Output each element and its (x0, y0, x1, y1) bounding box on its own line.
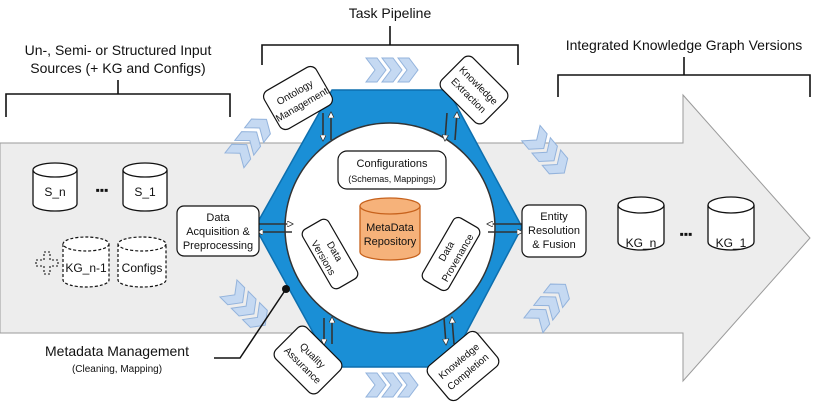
source-s-n-cylinder: S_n (32, 162, 78, 212)
kg-n-cylinder: KG_n (617, 196, 665, 251)
input-heading-line1: Un-, Semi- or Structured Input (25, 42, 212, 58)
callout-title: Metadata Management (45, 343, 189, 359)
resolution-label-line1: Entity (540, 211, 568, 223)
configurations-label-line2: (Schemas, Mappings) (348, 174, 436, 184)
output-heading: Integrated Knowledge Graph Versions (566, 37, 803, 53)
task-knowledge-completion: Knowledge Completion (426, 330, 500, 402)
kg-previous-label: KG_n-1 (65, 261, 107, 275)
kg-1-label: KG_1 (716, 236, 747, 250)
task-quality-assurance: Quality Assurance (273, 325, 343, 395)
configurations-label-line1: Configurations (357, 158, 428, 170)
sources-ellipsis: ▪▪▪ (96, 183, 109, 197)
kg-n-label: KG_n (626, 236, 657, 250)
callout-subtitle: (Cleaning, Mapping) (72, 364, 162, 375)
task-pipeline-bracket (261, 26, 519, 65)
output-bracket (557, 57, 811, 97)
chevrons-upper-left (223, 118, 271, 169)
input-heading-line2: Sources (+ KG and Configs) (30, 60, 205, 76)
configs-label: Configs (122, 261, 163, 275)
resolution-label-line2: Resolution (528, 225, 580, 237)
task-pipeline-heading: Task Pipeline (349, 5, 432, 21)
plus-icon (35, 251, 59, 275)
source-s-n-label: S_n (44, 185, 65, 199)
source-s-1-cylinder: S_1 (122, 162, 168, 212)
resolution-label-line3: & Fusion (532, 239, 575, 251)
task-entity-resolution: Entity Resolution & Fusion (521, 204, 587, 258)
chevrons-bottom (365, 372, 419, 398)
data-versions-box: Data Versions (301, 218, 359, 290)
configs-cylinder: Configs (117, 236, 167, 288)
chevrons-top (365, 57, 419, 83)
repository-label-line2: Repository (364, 236, 417, 248)
metadata-repository-cylinder: MetaData Repository (359, 197, 421, 261)
task-data-acquisition: Data Acquisition & Preprocessing (176, 205, 260, 257)
outputs-ellipsis: ▪▪▪ (680, 227, 693, 241)
chevrons-upper-right (520, 124, 569, 175)
acquisition-label-line1: Data (206, 212, 230, 224)
acquisition-label-line3: Preprocessing (183, 240, 253, 252)
configurations-box: Configurations (Schemas, Mappings) (337, 150, 447, 190)
connector-arrows (258, 113, 522, 344)
chevrons-lower-right (522, 283, 570, 334)
acquisition-label-line2: Acquisition & (186, 226, 250, 238)
repository-label-line1: MetaData (366, 222, 415, 234)
input-bracket (5, 80, 231, 117)
chevrons-lower-left (218, 278, 268, 328)
source-s-1-label: S_1 (134, 185, 156, 199)
kg-1-cylinder: KG_1 (707, 196, 755, 251)
callout-leader-line (214, 288, 287, 359)
kg-previous-cylinder: KG_n-1 (62, 236, 110, 288)
